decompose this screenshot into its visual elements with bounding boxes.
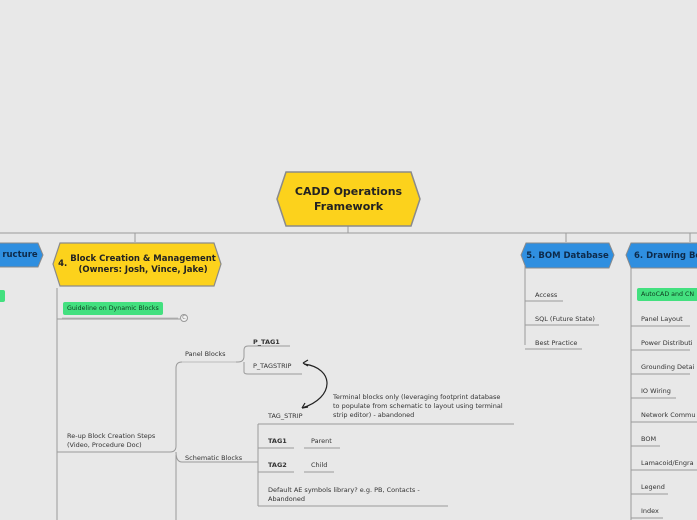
drawing-index[interactable]: Index: [641, 507, 659, 515]
branch-block-creation-number: 4.: [58, 259, 68, 269]
root-title: CADD Operations Framework: [295, 184, 402, 214]
branch-block-creation-line1: Block Creation & Management: [70, 253, 216, 264]
branch-bom-database-label: 5. BOM Database: [526, 250, 609, 261]
branch-block-creation-line2: (Owners: Josh, Vince, Jake): [78, 264, 208, 275]
drawing-io-wiring[interactable]: IO Wiring: [641, 387, 671, 395]
guideline-collapse-badge[interactable]: C: [180, 314, 188, 322]
default-ae-symbols[interactable]: Default AE symbols library? e.g. PB, Con…: [268, 486, 420, 503]
drawing-panel-layout[interactable]: Panel Layout: [641, 315, 683, 323]
schematic-tag-strip[interactable]: TAG_STRIP: [268, 412, 303, 420]
branch-drawing[interactable]: 6. Drawing Be: [625, 242, 697, 269]
drawing-lamacoid[interactable]: Lamacoid/Engra: [641, 459, 694, 467]
bom-access[interactable]: Access: [535, 291, 558, 299]
schematic-blocks-label[interactable]: Schematic Blocks: [185, 454, 243, 462]
panel-block-p-tagstrip[interactable]: P_TAGSTRIP: [253, 362, 292, 370]
branch-bom-database[interactable]: 5. BOM Database: [520, 242, 615, 269]
root-title-line1: CADD Operations: [294, 185, 403, 198]
panel-block-p-tag1[interactable]: P_TAG1: [253, 338, 280, 346]
branch-drawing-label: 6. Drawing Be: [634, 250, 697, 261]
drawing-bom[interactable]: BOM: [641, 435, 657, 443]
root-node-cadd-operations[interactable]: CADD Operations Framework: [276, 171, 421, 227]
tag1-parent[interactable]: Parent: [311, 437, 332, 445]
panel-blocks-label[interactable]: Panel Blocks: [185, 350, 226, 358]
bom-sql-future[interactable]: SQL (Future State): [535, 315, 595, 323]
tag-strip-note[interactable]: Terminal blocks only (leveraging footpri…: [333, 393, 503, 419]
bom-best-practice[interactable]: Best Practice: [535, 339, 578, 347]
branch-structure-shape: [0, 242, 44, 268]
branch-block-creation-text: 4. Block Creation & Management (Owners: …: [58, 254, 216, 276]
branch-drawing-shape: [625, 242, 697, 269]
schematic-tag1[interactable]: TAG1: [268, 437, 287, 445]
drawing-network-comm[interactable]: Network Commu: [641, 411, 696, 419]
structure-green-item[interactable]: [0, 290, 5, 302]
root-title-line2: Framework: [313, 200, 384, 213]
drawing-grounding-detail[interactable]: Grounding Detai: [641, 363, 695, 371]
reup-block-creation-steps[interactable]: Re-up Block Creation Steps (Video, Proce…: [67, 432, 156, 449]
branch-bom-database-shape: [520, 242, 615, 269]
root-hexagon-shape: [276, 171, 421, 227]
branch-block-creation-shape: [52, 242, 222, 287]
drawing-autocad-item[interactable]: AutoCAD and CN: [637, 288, 697, 301]
branch-structure-label: ructure: [2, 250, 38, 260]
drawing-power-distribution[interactable]: Power Distributi: [641, 339, 693, 347]
branch-structure[interactable]: ructure: [0, 242, 44, 268]
guideline-dynamic-blocks[interactable]: Guideline on Dynamic Blocks: [63, 302, 163, 315]
drawing-legend[interactable]: Legend: [641, 483, 665, 491]
branch-block-creation[interactable]: 4. Block Creation & Management (Owners: …: [52, 242, 222, 287]
schematic-tag2[interactable]: TAG2: [268, 461, 287, 469]
tag2-child[interactable]: Child: [311, 461, 328, 469]
branch-block-creation-title: Block Creation & Management (Owners: Jos…: [70, 254, 216, 276]
